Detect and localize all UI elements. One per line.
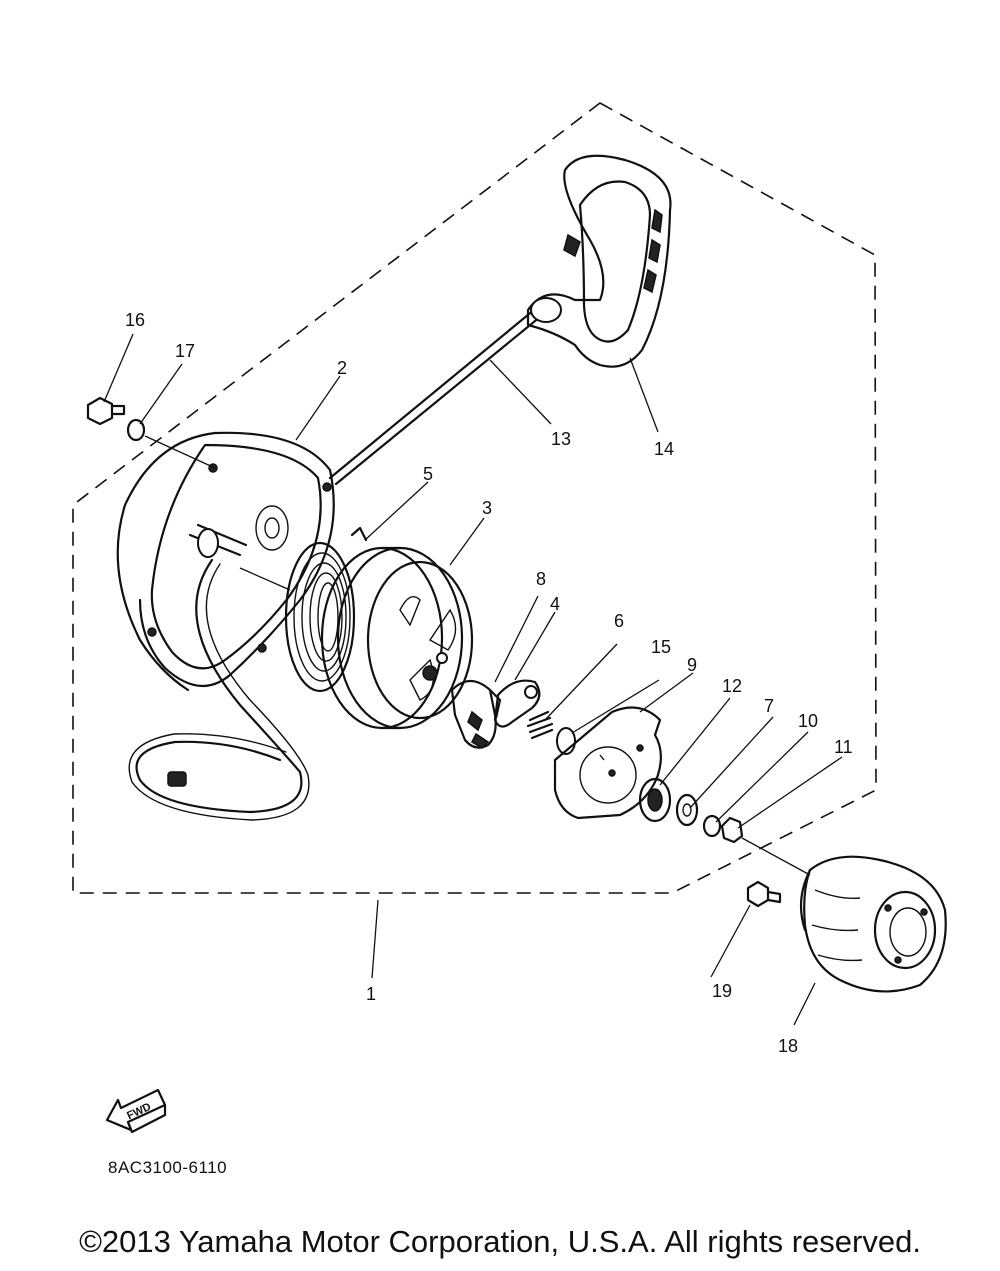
rope-clip <box>167 771 187 787</box>
drive-arm-part-4 <box>493 679 541 728</box>
callout-15: 15 <box>651 637 671 657</box>
callout-17: 17 <box>175 341 195 361</box>
callout-4: 4 <box>550 594 560 614</box>
copyright-notice: ©2013 Yamaha Motor Corporation, U.S.A. A… <box>79 1224 921 1259</box>
spiral-spring-part-5 <box>284 526 368 693</box>
handle-rope-part-13 <box>328 303 548 486</box>
callout-14: 14 <box>654 439 674 459</box>
fwd-arrow-icon: FWD <box>105 1088 167 1134</box>
callout-2: 2 <box>337 358 347 378</box>
friction-plate-part-9 <box>553 706 662 820</box>
callout-12: 12 <box>722 676 742 696</box>
spring-part-6 <box>526 710 554 740</box>
callout-8: 8 <box>536 569 546 589</box>
washer-part-17 <box>126 418 146 442</box>
callout-9: 9 <box>687 655 697 675</box>
callout-6: 6 <box>614 611 624 631</box>
callout-13: 13 <box>551 429 571 449</box>
washer-part-10 <box>702 814 722 838</box>
callout-5: 5 <box>423 464 433 484</box>
leader-lines <box>103 333 843 1026</box>
callout-3: 3 <box>482 498 492 518</box>
nut-part-11 <box>720 816 744 844</box>
assembly-boundary-dashed <box>72 102 877 894</box>
callout-18: 18 <box>778 1036 798 1056</box>
reel-pulley-part-3 <box>320 546 474 730</box>
ratchet-part-8 <box>450 679 502 749</box>
callout-7: 7 <box>764 696 774 716</box>
callout-16: 16 <box>125 310 145 330</box>
bolt-part-19 <box>746 880 782 908</box>
callout-11: 11 <box>834 737 853 757</box>
callout-1: 1 <box>366 984 376 1004</box>
washer-part-7 <box>675 793 699 827</box>
callout-19: 19 <box>712 981 732 1001</box>
drawing-code: 8AC3100-6110 <box>108 1158 228 1177</box>
bushing-part-12 <box>638 777 672 823</box>
starter-case-part-2 <box>116 431 335 692</box>
starter-handle-part-14 <box>526 154 672 368</box>
bolt-part-16 <box>86 396 126 426</box>
starter-rope <box>135 558 303 814</box>
callout-10: 10 <box>798 711 818 731</box>
pulley-cover-part-18 <box>799 855 947 993</box>
